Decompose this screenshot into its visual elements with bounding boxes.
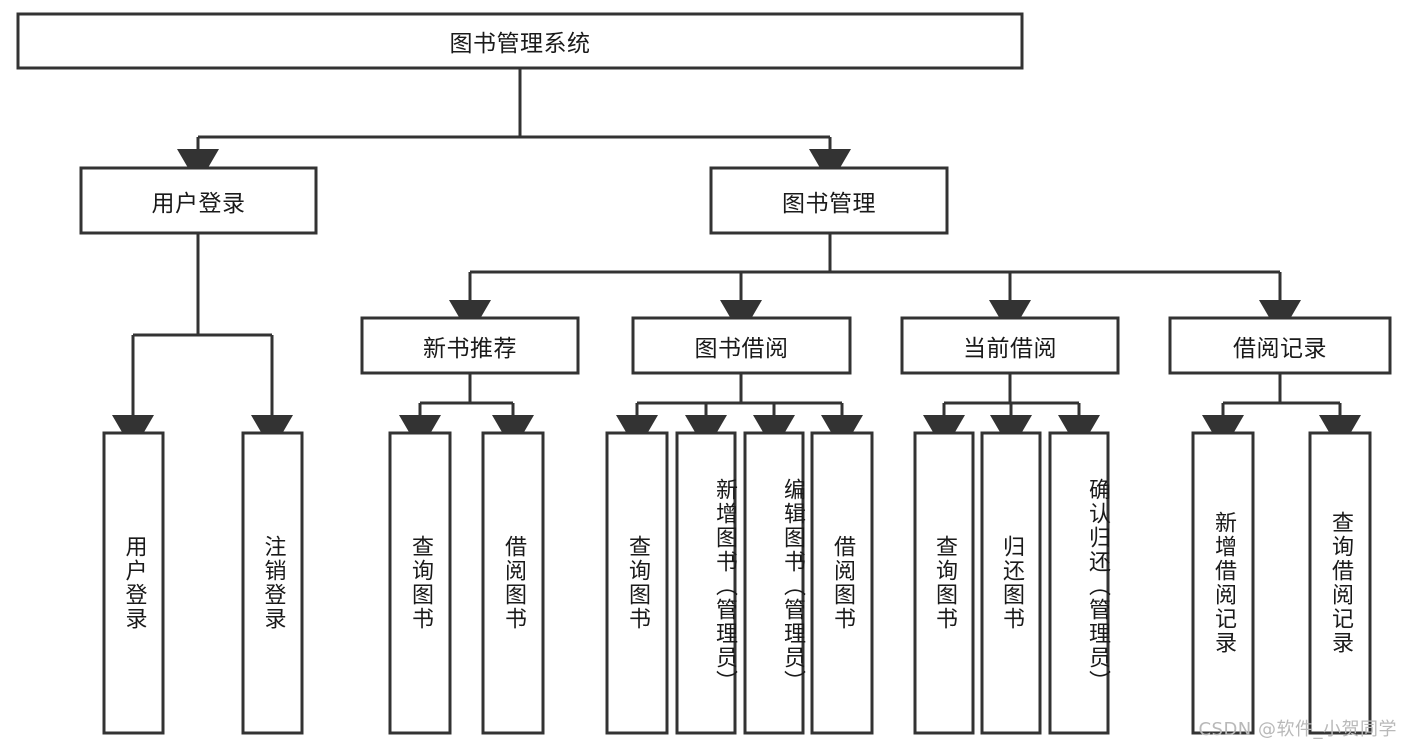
node-box-book-management[interactable] [709,166,949,235]
connector-root-to-level2 [177,68,851,185]
node-box-borrow-record[interactable] [1168,316,1392,375]
node-box-leaf-current-borrow-2[interactable] [1048,431,1110,735]
node-box-leaf-borrow-record-1[interactable] [1308,431,1372,735]
node-box-leaf-user-login-1[interactable] [241,431,304,735]
node-box-leaf-user-login-0[interactable] [102,431,165,735]
node-box-book-borrow[interactable] [631,316,852,375]
node-box-leaf-current-borrow-1[interactable] [980,431,1042,735]
node-box-user-login[interactable] [79,166,318,235]
node-box-leaf-book-borrow-2[interactable] [743,431,805,735]
node-box-root[interactable] [16,12,1024,70]
connector-book-borrow-to-leaves [616,373,863,451]
node-box-leaf-borrow-record-0[interactable] [1191,431,1255,735]
node-box-leaf-book-borrow-0[interactable] [605,431,669,735]
node-box-leaf-new-book-1[interactable] [481,431,545,735]
connector-user-login-to-leaves [112,233,293,451]
connector-borrow-record-to-leaves [1202,373,1361,451]
node-box-leaf-new-book-0[interactable] [388,431,452,735]
connector-book-management-to-level3 [449,233,1301,336]
node-box-leaf-book-borrow-1[interactable] [675,431,737,735]
connector-current-borrow-to-leaves [923,373,1100,451]
node-box-new-book-recommend[interactable] [360,316,580,375]
node-box-leaf-current-borrow-0[interactable] [913,431,975,735]
node-box-leaf-book-borrow-3[interactable] [810,431,874,735]
connector-new-book-to-leaves [399,373,534,451]
node-box-current-borrow[interactable] [900,316,1120,375]
csdn-watermark: CSDN @软件_小贺同学 [1198,719,1397,740]
